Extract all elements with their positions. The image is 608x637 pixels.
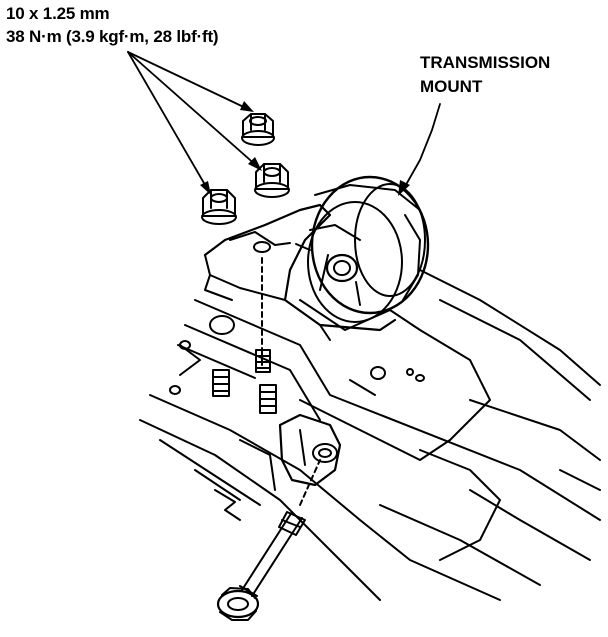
mount-leader [398, 104, 440, 196]
frame-structure [140, 270, 600, 600]
fastener-size-label: 10 x 1.25 mm [6, 4, 110, 23]
torque-spec-label: 38 N·m (3.9 kgf·m, 28 lbf·ft) [6, 27, 219, 46]
lower-bracket [300, 300, 490, 460]
flange-nut-2 [255, 164, 289, 197]
link-arm [280, 415, 340, 485]
through-bolt [218, 460, 320, 620]
spec-leaders [128, 52, 258, 190]
flange-nut-3 [202, 190, 236, 224]
rubber-mount [308, 177, 428, 322]
transmission-callout-line2: MOUNT [420, 77, 483, 96]
studs [170, 258, 276, 413]
flange-nut-1 [242, 114, 274, 145]
spec-arrowheads [200, 101, 262, 195]
transmission-callout-line1: TRANSMISSION [420, 53, 551, 72]
